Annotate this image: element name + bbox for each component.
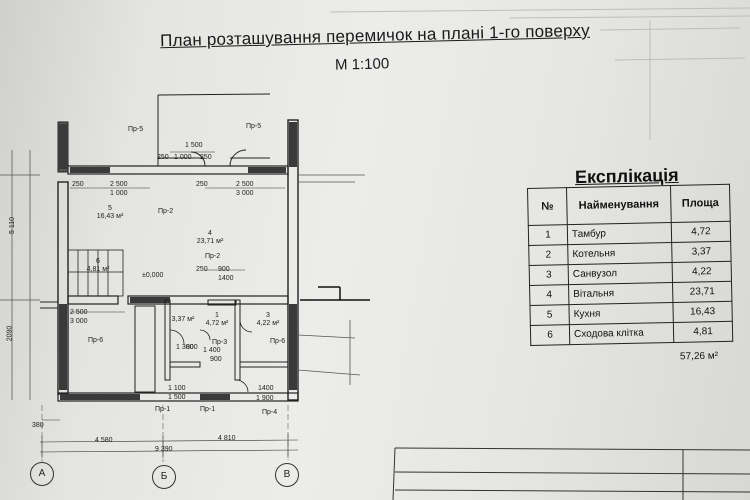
row-area: 4,81 xyxy=(673,321,733,343)
dim-9390: 9 390 xyxy=(155,446,173,453)
lintel-pr1-right: Пр-1 xyxy=(200,406,216,413)
header-number: № xyxy=(527,187,568,226)
row-name: Котельня xyxy=(567,242,673,265)
room-1-area: 4,72 м² xyxy=(205,320,229,327)
dim-1000-a: 1 000 xyxy=(174,154,192,161)
row-number: 5 xyxy=(529,304,570,326)
lintel-pr2-top: Пр-2 xyxy=(158,208,174,215)
room-1-label: 1 4,72 м² xyxy=(197,312,237,328)
explication-table: № Найменування Площа 1 Тамбур 4,72 2 Кот… xyxy=(527,184,733,346)
room-1-number: 1 xyxy=(215,312,219,319)
dim-1300: 1 300 xyxy=(176,344,194,351)
room-6-area: 4,81 м² xyxy=(86,266,110,273)
row-number: 1 xyxy=(528,224,568,246)
dim-1500-b: 1 500 xyxy=(168,394,186,401)
dim-250-a: 250 xyxy=(157,154,169,161)
room-4-label: 4 23,71 м² xyxy=(190,230,230,246)
dim-1500: 1 500 xyxy=(185,142,203,149)
room-5-number: 5 xyxy=(108,205,112,212)
lintel-pr6-right: Пр-6 xyxy=(270,338,286,345)
row-name: Санвузол xyxy=(568,262,673,285)
lintel-pr6-left: Пр-6 xyxy=(88,337,104,344)
dim-900-a: 900 xyxy=(218,266,230,273)
room-4-number: 4 xyxy=(208,230,212,237)
room-5-area: 16,43 м² xyxy=(96,213,124,220)
room-4-area: 23,71 м² xyxy=(196,238,224,245)
room-6-number: 6 xyxy=(96,258,100,265)
row-area: 16,43 xyxy=(672,301,733,323)
explication-header-row: № Найменування Площа xyxy=(527,184,731,226)
table-row: 6 Сходова клітка 4,81 xyxy=(530,321,733,346)
header-name: Найменування xyxy=(566,185,672,225)
row-name: Вітальня xyxy=(568,282,673,305)
room-2-area: 3,37 м² xyxy=(171,316,195,323)
dim-380: 380 xyxy=(32,422,44,429)
room-5-label: 5 16,43 м² xyxy=(90,205,130,221)
row-area: 4,72 xyxy=(671,221,731,243)
row-name: Сходова клітка xyxy=(569,322,674,345)
dim-2500-a: 2 500 xyxy=(110,181,128,188)
row-number: 6 xyxy=(530,324,570,346)
lintel-pr5-left: Пр-5 xyxy=(128,126,144,133)
dim-1100: 1 100 xyxy=(168,385,186,392)
dim-2090: 2090 xyxy=(6,325,14,342)
dim-250-d: 250 xyxy=(196,181,208,188)
dim-3000-b: 3 000 xyxy=(70,318,88,325)
dim-1400-c: 1400 xyxy=(258,385,274,392)
lintel-pr2-mid: Пр-2 xyxy=(205,253,221,260)
dim-2500-c: 2 500 xyxy=(70,309,88,316)
lintel-pr1-left: Пр-1 xyxy=(155,406,171,413)
dim-1900: 1 900 xyxy=(256,395,274,402)
lintel-pr5-right: Пр-5 xyxy=(246,123,262,130)
room-3-label: 3 4,22 м² xyxy=(250,312,286,328)
dim-800: 800 xyxy=(186,344,198,351)
grid-axis-b: Б xyxy=(152,465,176,489)
room-6-label: 6 4,81 м² xyxy=(78,258,118,274)
room-2-label: 3,37 м² xyxy=(168,316,198,324)
lintel-pr3: Пр-3 xyxy=(212,339,228,346)
dim-4810: 4 810 xyxy=(218,435,236,442)
row-area: 4,22 xyxy=(672,261,732,283)
dim-4580: 4 580 xyxy=(95,437,113,444)
row-area: 23,71 xyxy=(672,281,732,303)
dim-3000-a: 3 000 xyxy=(236,190,254,197)
dim-250-e: 250 xyxy=(196,266,208,273)
row-name: Кухня xyxy=(568,302,674,325)
row-name: Тамбур xyxy=(567,222,672,245)
dim-1000-b: 1 000 xyxy=(110,190,128,197)
dim-2500-b: 2 500 xyxy=(236,181,254,188)
room-3-number: 3 xyxy=(266,312,270,319)
room-3-area: 4,22 м² xyxy=(256,320,280,327)
dim-1400-b: 1 400 xyxy=(203,347,221,354)
zero-level-mark: ±0,000 xyxy=(142,272,164,279)
dim-5110: 5 110 xyxy=(9,217,16,234)
explication-total: 57,26 м² xyxy=(679,350,719,363)
dim-250-c: 250 xyxy=(72,181,84,188)
row-number: 4 xyxy=(529,284,569,306)
dim-1400-a: 1400 xyxy=(218,275,234,282)
row-number: 3 xyxy=(529,264,569,286)
grid-axis-c: В xyxy=(275,463,299,487)
lintel-pr4: Пр-4 xyxy=(262,409,278,416)
row-area: 3,37 xyxy=(671,241,732,263)
grid-axis-a: А xyxy=(30,462,54,486)
dim-250-b: 250 xyxy=(200,154,212,161)
row-number: 2 xyxy=(528,244,569,266)
dim-900-b: 900 xyxy=(210,356,222,363)
header-area: Площа xyxy=(670,184,731,223)
